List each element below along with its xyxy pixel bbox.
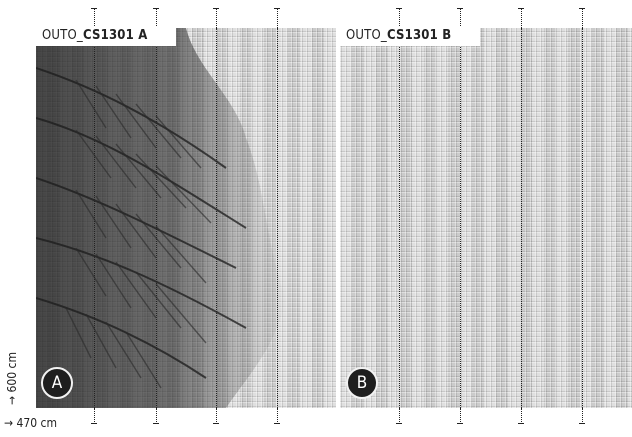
panel-a-label: OUTO_CS1301 A (36, 26, 176, 46)
panel-a-label-code: CS1301 A (82, 28, 148, 43)
panel-b-label-code: CS1301 B (386, 28, 452, 43)
panel-b-label: OUTO_CS1301 B (340, 26, 480, 46)
panel-b-badge: B (346, 367, 378, 399)
panel-a-badge: A (41, 367, 73, 399)
wallpaper-panel-a (36, 28, 336, 408)
panel-a-label-prefix: OUTO_ (42, 28, 83, 43)
height-dimension: → 600 cm (5, 352, 19, 405)
width-dimension: → 470 cm (4, 416, 57, 430)
panel-b-label-prefix: OUTO_ (346, 28, 387, 43)
wallpaper-panel-b (340, 28, 632, 408)
palm-leaf-illustration (36, 28, 286, 408)
